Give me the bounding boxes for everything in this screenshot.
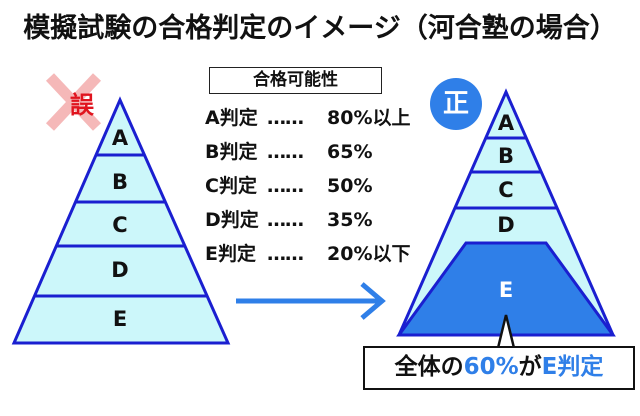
legend-item: E判定……20%以下 <box>205 243 411 265</box>
callout-prefix: 全体の <box>394 354 464 380</box>
wrong-pyramid-label-d: D <box>111 258 129 282</box>
arrow-right-icon <box>236 282 386 320</box>
wrong-cross-icon <box>45 73 102 131</box>
correct-pyramid-label-e: E <box>498 278 514 302</box>
page-title: 模擬試験の合格判定のイメージ（河合塾の場合） <box>23 13 617 44</box>
wrong-badge: 誤 <box>70 91 94 119</box>
wrong-pyramid <box>11 96 231 345</box>
callout-box: 全体の60%がE判定 <box>363 346 635 390</box>
callout-percent: 60% <box>463 354 519 380</box>
legend-item: C判定……50% <box>205 175 373 197</box>
callout-middle: が <box>518 354 542 380</box>
correct-pyramid-label-c: C <box>498 178 514 202</box>
callout-grade: E判定 <box>541 354 604 380</box>
legend-item: D判定……35% <box>205 209 373 231</box>
legend-item: B判定……65% <box>205 141 373 163</box>
correct-pyramid-label-d: D <box>497 213 515 237</box>
legend-item: A判定……80%以上 <box>205 107 411 129</box>
correct-pyramid <box>396 88 616 337</box>
correct-pyramid-label-b: B <box>497 144 514 168</box>
correct-badge: 正 <box>430 78 482 130</box>
wrong-pyramid-label-c: C <box>112 213 128 237</box>
wrong-pyramid-label-e: E <box>112 307 128 331</box>
wrong-pyramid-label-b: B <box>111 170 128 194</box>
wrong-pyramid-label-a: A <box>111 126 129 150</box>
legend-header: 合格可能性 <box>209 67 382 94</box>
correct-pyramid-label-a: A <box>497 111 515 135</box>
legend-list: A判定……80%以上 B判定……65% C判定……50% D判定……35% E判… <box>205 106 410 276</box>
